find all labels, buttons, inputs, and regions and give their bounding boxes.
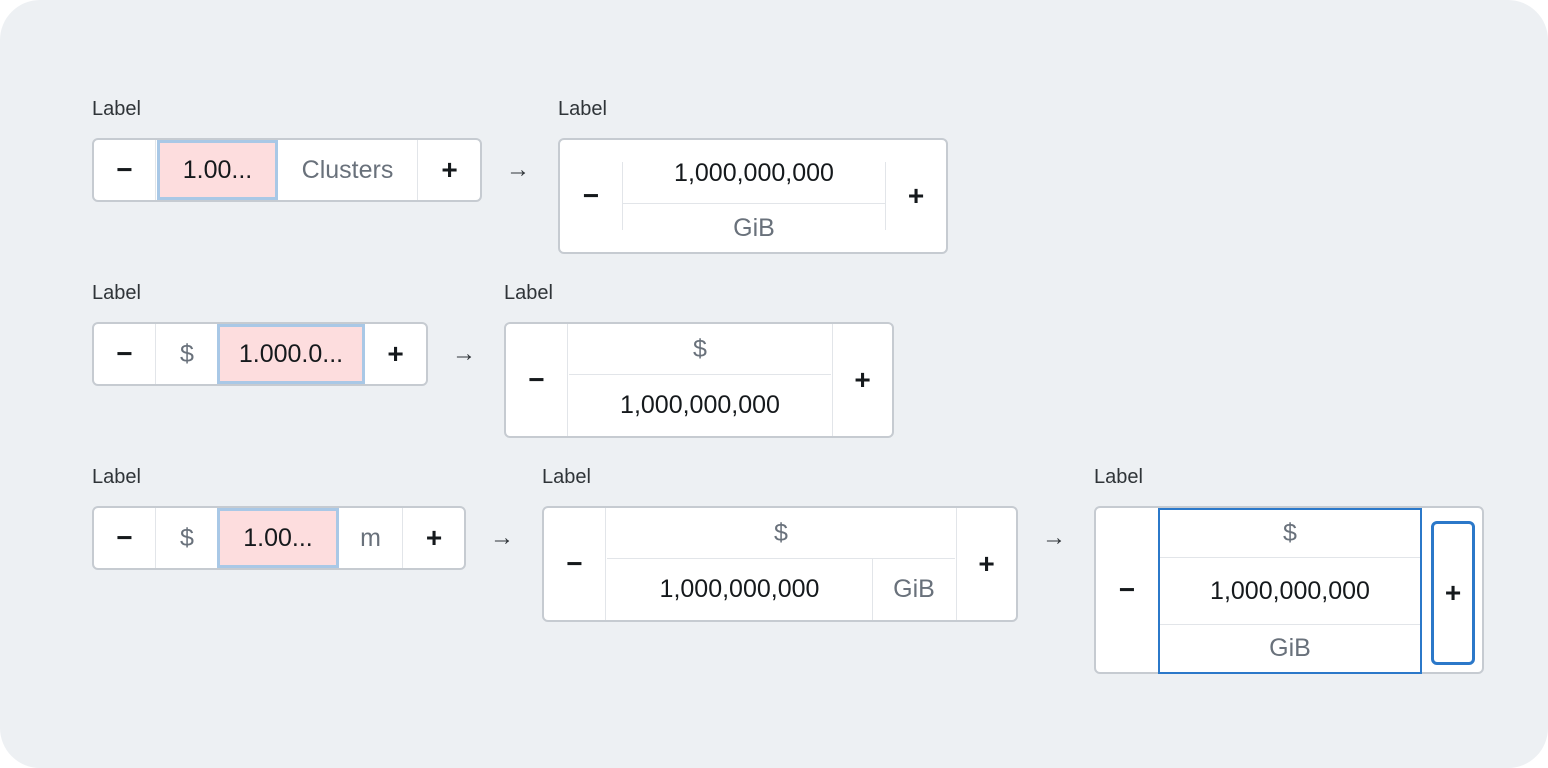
divider [872, 559, 873, 620]
unit-label: GiB [1269, 634, 1311, 662]
value-input-truncated[interactable]: 1.000.0... [217, 324, 365, 384]
decrement-button[interactable]: − [94, 140, 156, 200]
increment-button[interactable]: + [441, 154, 458, 185]
value-input[interactable]: 1,000,000,000 [1210, 576, 1370, 605]
increment-button[interactable]: + [832, 324, 892, 436]
stepper-compact-units: − 1.00... Clusters + [92, 138, 482, 202]
field-label: Label [558, 98, 607, 120]
decrement-button[interactable]: − [544, 508, 606, 620]
stepper-compact-prefix-unit: − $ 1.00... m + [92, 506, 466, 570]
currency-prefix: $ [180, 339, 194, 368]
divider [569, 374, 831, 375]
divider [623, 203, 885, 204]
unit-label: GiB [893, 575, 935, 603]
stepper-stacked-focused: − $ 1,000,000,000 GiB + [1094, 506, 1484, 674]
divider [1160, 624, 1420, 625]
arrow: → [1042, 524, 1066, 551]
currency-prefix: $ [1283, 518, 1297, 547]
value-input-truncated[interactable]: 1.00... [157, 140, 278, 200]
decrement-button[interactable]: − [1118, 574, 1136, 605]
currency-prefix: $ [180, 523, 194, 552]
arrow: → [452, 340, 476, 367]
increment-button[interactable]: + [956, 508, 1016, 620]
decrement-button[interactable]: − [94, 508, 156, 568]
field-label: Label [92, 98, 141, 120]
value-input[interactable]: 1,000,000,000 [659, 575, 820, 603]
decrement-button[interactable]: − [506, 324, 568, 436]
stepper-expanded-prefix-above-unit-right: − $ 1,000,000,000 GiB + [542, 506, 1018, 622]
field-label: Label [1094, 466, 1143, 488]
arrow: → [506, 156, 530, 183]
field-label: Label [504, 282, 553, 304]
currency-prefix: $ [774, 518, 788, 547]
field-label: Label [92, 466, 141, 488]
increment-button[interactable]: + [1444, 577, 1462, 608]
increment-button[interactable]: + [387, 338, 404, 369]
decrement-button[interactable]: − [94, 324, 156, 384]
increment-button[interactable]: + [907, 180, 925, 211]
value-input-truncated[interactable]: 1.00... [217, 508, 339, 568]
field-label: Label [542, 466, 591, 488]
divider [607, 558, 955, 559]
value-input[interactable]: 1,000,000,000 [620, 391, 780, 419]
arrow: → [490, 524, 514, 551]
value-focus-ring [1158, 508, 1422, 674]
stepper-expanded-prefix-above: − $ 1,000,000,000 + [504, 322, 894, 438]
field-label: Label [92, 282, 141, 304]
divider [622, 162, 623, 230]
stepper-compact-prefix: − $ 1.000.0... + [92, 322, 428, 386]
divider [1160, 557, 1420, 558]
value-input[interactable]: 1,000,000,000 [674, 158, 834, 187]
currency-prefix: $ [693, 334, 707, 363]
divider [885, 162, 886, 230]
increment-button[interactable]: + [425, 522, 443, 553]
unit-label: m [339, 508, 403, 568]
increment-focus-ring [1431, 521, 1475, 665]
unit-label: Clusters [278, 140, 418, 200]
stepper-expanded-unit-below: − 1,000,000,000 GiB + [558, 138, 948, 254]
unit-label: GiB [733, 213, 775, 242]
decrement-button[interactable]: − [582, 180, 600, 211]
